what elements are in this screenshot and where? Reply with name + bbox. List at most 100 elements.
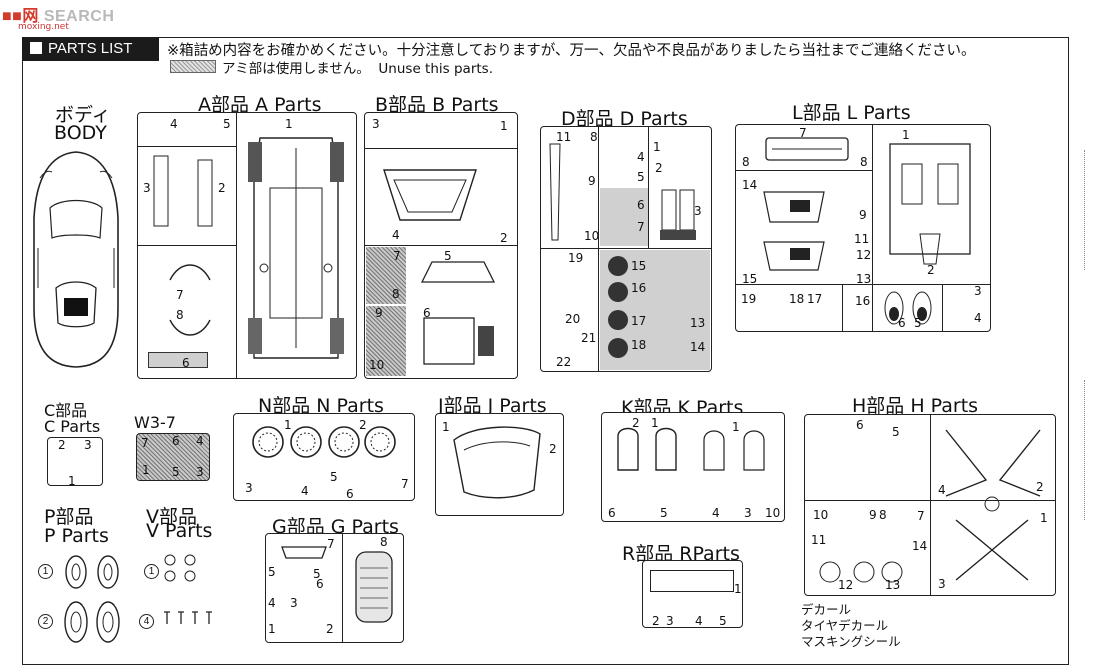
- sprue-l-divider: [872, 284, 873, 332]
- part-num: 5: [892, 425, 900, 439]
- part-num: 3: [372, 117, 380, 131]
- part-num: 2: [927, 263, 935, 277]
- decal-label: デカール: [801, 602, 852, 617]
- sprue-h-divider: [804, 500, 1056, 501]
- part-num: 1: [442, 420, 450, 434]
- part-num: 7: [176, 288, 184, 302]
- sprue-b-divider: [364, 148, 518, 149]
- part-num: 5: [660, 506, 668, 520]
- sprue-l-divider: [872, 124, 873, 284]
- part-num: 10: [369, 358, 385, 372]
- part-g7-drawing: [281, 546, 327, 559]
- sprue-w-frame: [136, 433, 210, 481]
- part-num: 5: [223, 117, 231, 131]
- part-num: 5: [914, 316, 922, 330]
- sprue-c-title-jp: C部品: [44, 401, 88, 420]
- unused-part-d6-d7: [600, 188, 648, 246]
- part-num: 3: [290, 596, 298, 610]
- part-d3-drawing: [660, 189, 696, 240]
- part-num: 4: [196, 434, 204, 448]
- sprue-w-title: W3-7: [134, 413, 176, 432]
- part-num: 7: [327, 537, 335, 551]
- part-num: 2: [218, 181, 226, 195]
- part-num: 8: [879, 508, 887, 522]
- part-num: 7: [141, 436, 149, 450]
- part-num: 3: [744, 506, 752, 520]
- part-r1: [650, 570, 734, 592]
- watermark-logo: ■■网 SEARCH: [2, 8, 115, 25]
- part-num: 6: [423, 306, 431, 320]
- part-num: 1: [284, 418, 292, 432]
- part-num: 17: [807, 292, 823, 306]
- part-num: 19: [741, 292, 757, 306]
- sprue-c-title-en: C Parts: [44, 417, 101, 436]
- part-num: 3: [84, 438, 92, 452]
- part-num: 5: [268, 565, 276, 579]
- part-num: 4: [938, 483, 946, 497]
- part-num: 1: [500, 119, 508, 133]
- part-n1-n2-wheels: [252, 426, 396, 458]
- part-k-seats: [617, 427, 765, 471]
- part-p-tires: [64, 555, 120, 643]
- part-num: 7: [393, 249, 401, 263]
- part-num: 6: [316, 577, 324, 591]
- sprue-d-divider: [598, 126, 600, 372]
- part-num: 6: [346, 487, 354, 501]
- part-num: 1: [68, 474, 76, 488]
- part-num-circle: 1: [38, 564, 53, 579]
- part-num: 8: [742, 155, 750, 169]
- part-num: 4: [712, 506, 720, 520]
- part-l5-l6-seats: [884, 291, 932, 325]
- part-num: 15: [631, 259, 647, 273]
- part-num: 1: [902, 128, 910, 142]
- unused-part-b7-b8: [366, 247, 406, 304]
- body-shell-drawing: [33, 151, 119, 368]
- right-edge-mark: [1084, 150, 1088, 270]
- part-num: 2: [549, 442, 557, 456]
- part-num: 3: [143, 181, 151, 195]
- part-l1-interior: [889, 143, 971, 265]
- part-num: 3: [694, 204, 702, 218]
- part-a2-a3-drawing: [153, 155, 213, 227]
- part-num: 14: [912, 539, 928, 553]
- sprue-d-title: D部品 D Parts: [561, 108, 688, 130]
- sprue-l-divider: [842, 284, 843, 332]
- part-num: 3: [245, 481, 253, 495]
- part-num: 4: [392, 228, 400, 242]
- part-num: 2: [632, 416, 640, 430]
- part-num: 8: [176, 308, 184, 322]
- part-l7-dashboard: [765, 137, 849, 161]
- part-l14-l15-doors: [763, 191, 825, 271]
- part-num: 6: [898, 316, 906, 330]
- part-num: 6: [856, 418, 864, 432]
- part-num: 1: [732, 420, 740, 434]
- part-num: 6: [182, 356, 190, 370]
- sprue-l-frame: [735, 124, 991, 332]
- part-b4-drawing: [383, 169, 477, 221]
- part-num: 13: [690, 316, 706, 330]
- part-num: 6: [608, 506, 616, 520]
- part-num: 15: [742, 272, 758, 286]
- part-a6: [148, 352, 208, 368]
- part-num: 13: [856, 272, 872, 286]
- part-num: 14: [690, 340, 706, 354]
- part-d11-drawing: [549, 143, 561, 241]
- sprue-v-title-jp: V部品: [146, 506, 197, 528]
- part-num: 2: [1036, 480, 1044, 494]
- part-num: 3: [938, 577, 946, 591]
- part-num: 11: [811, 533, 827, 547]
- part-num: 8: [380, 535, 388, 549]
- part-num: 7: [401, 477, 409, 491]
- part-num: 1: [142, 463, 150, 477]
- part-num: 7: [637, 220, 645, 234]
- right-edge-mark: [1084, 380, 1088, 520]
- part-num: 1: [653, 140, 661, 154]
- part-num: 11: [854, 232, 870, 246]
- part-h-rollcage: [945, 429, 1041, 581]
- sprue-d-divider: [648, 126, 650, 248]
- part-num: 17: [631, 314, 647, 328]
- part-num: 4: [974, 311, 982, 325]
- part-num: 1: [734, 582, 742, 596]
- part-num: 12: [856, 248, 872, 262]
- part-num: 7: [799, 126, 807, 140]
